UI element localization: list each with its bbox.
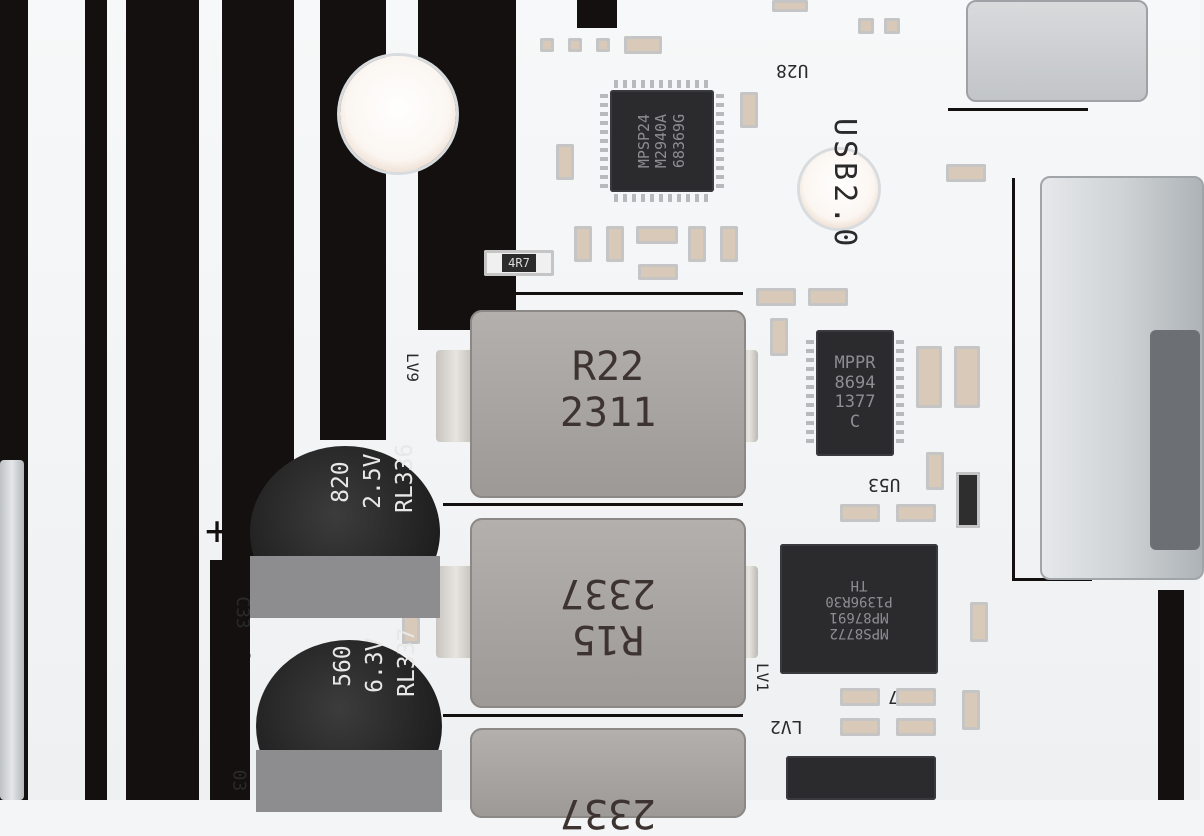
smd-capacitor <box>756 288 796 306</box>
chip-marking: MPSP24 <box>635 113 654 169</box>
chip-marking: 1377 <box>834 392 876 412</box>
usb-label: USB2.0 <box>827 118 862 251</box>
chip-marking: TH <box>850 576 868 593</box>
capacitor-820uf: 820 2.5V RL336 <box>250 443 440 618</box>
outline-line <box>443 503 743 506</box>
choke-marking: 2337 <box>559 790 657 836</box>
smd-capacitor <box>896 688 936 706</box>
outline-line <box>1012 178 1015 578</box>
usb-port <box>966 0 1148 102</box>
trace <box>577 0 617 28</box>
mps-controller-chip: MPS8772 MP87691 P1396R30 TH <box>780 544 938 674</box>
smd-capacitor <box>540 38 554 52</box>
smd-capacitor <box>896 504 936 522</box>
capacitor-series: RL336 <box>392 443 418 513</box>
choke-partial: 2337 <box>470 728 746 836</box>
trace <box>1158 590 1184 800</box>
via-hole <box>800 150 878 228</box>
chip-marking: M2940A <box>652 113 671 169</box>
chip-marking: MPPR <box>834 352 876 373</box>
trace <box>418 0 516 330</box>
chip-marking: MPS8772 <box>829 625 889 642</box>
capacitor-560uf: 560 6.3V RL337 <box>256 628 442 812</box>
smd-capacitor <box>954 346 980 408</box>
smd-capacitor <box>840 718 880 736</box>
chip-pins <box>614 194 710 202</box>
smd-capacitor <box>970 602 988 642</box>
choke-marking: R22 <box>571 344 645 390</box>
smd-capacitor <box>808 288 848 306</box>
chip-pins <box>614 80 710 88</box>
smd-capacitor <box>556 144 574 180</box>
smd-capacitor <box>636 226 678 244</box>
smd-capacitor <box>606 226 624 262</box>
smd-capacitor <box>946 164 986 182</box>
smd-capacitor <box>688 226 706 262</box>
choke-terminal <box>436 350 476 442</box>
chip-marking: 68369G <box>669 113 688 169</box>
u53-label: U53 <box>868 474 901 495</box>
lv1-label: LV1 <box>752 663 772 692</box>
resistor-marking: 4R7 <box>502 254 536 272</box>
mpsp24-chip: MPSP24 M2940A 68369G <box>610 90 714 192</box>
capacitor-series: RL337 <box>394 627 420 697</box>
connector-shadow <box>1150 330 1200 550</box>
chip-pins <box>806 340 814 446</box>
outline-line <box>443 292 743 295</box>
chip-marking: 8694 <box>834 372 876 393</box>
smd-capacitor <box>740 92 758 128</box>
trace <box>126 0 199 800</box>
smd-capacitor <box>926 452 944 490</box>
trace <box>85 0 107 800</box>
mps-chip-partial <box>786 756 936 800</box>
u28-label: U28 <box>776 60 809 81</box>
smd-capacitor <box>574 226 592 262</box>
smd-capacitor <box>840 688 880 706</box>
smd-capacitor <box>858 18 874 34</box>
lv2-label: LV2 <box>770 716 803 737</box>
chip-pins <box>716 94 724 190</box>
smd-capacitor <box>840 504 880 522</box>
choke-r15: R15 2337 <box>470 518 746 708</box>
capacitor-band <box>250 556 440 618</box>
choke-marking: R15 <box>571 616 645 662</box>
lv9-label: LV9 <box>402 353 422 382</box>
chip-marking: C <box>849 411 861 432</box>
smd-capacitor <box>772 0 808 12</box>
capacitor-band <box>256 750 442 812</box>
smd-diode <box>956 472 980 528</box>
outline-line <box>443 714 743 717</box>
plus-mark: + <box>205 508 230 554</box>
trace <box>210 560 250 800</box>
smd-capacitor <box>624 36 662 54</box>
chip-marking: MP87691 <box>829 609 889 626</box>
smd-capacitor <box>916 346 942 408</box>
plus-mark: + <box>228 632 253 678</box>
choke-terminal <box>436 566 476 658</box>
mppr-chip: MPPR 8694 1377 C <box>816 330 894 456</box>
resistor-4r7: 4R7 <box>484 250 554 276</box>
header-pin <box>0 460 24 800</box>
chip-pins <box>896 340 904 446</box>
chip-marking: P1396R30 <box>825 593 893 609</box>
choke-r22: R22 2311 <box>470 310 746 498</box>
choke-marking: 2311 <box>559 390 657 436</box>
smd-capacitor <box>896 718 936 736</box>
smd-capacitor <box>568 38 582 52</box>
chip-pins <box>600 94 608 190</box>
mounting-hole <box>340 56 456 172</box>
choke-marking: 2337 <box>559 570 657 616</box>
smd-capacitor <box>638 264 678 280</box>
smd-capacitor <box>720 226 738 262</box>
smd-capacitor <box>884 18 900 34</box>
smd-capacitor <box>962 690 980 730</box>
smd-capacitor <box>596 38 610 52</box>
c03-label: 03 <box>228 769 250 792</box>
outline-line <box>948 108 1088 111</box>
smd-capacitor <box>770 318 788 356</box>
